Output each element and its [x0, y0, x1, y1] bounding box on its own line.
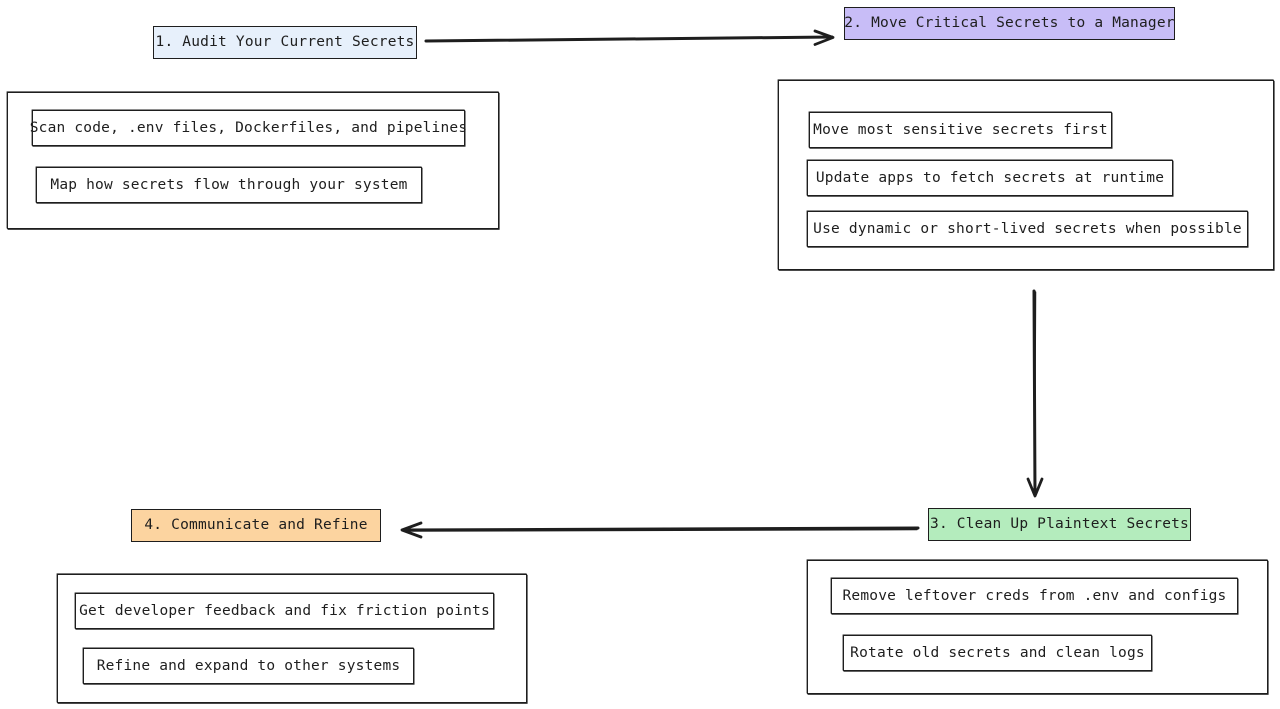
stage-3-label[interactable]: 3. Clean Up Plaintext Secrets [928, 508, 1191, 541]
stage-2-task-group [778, 80, 1274, 270]
stage-4-task-group [57, 574, 527, 703]
stage-2-task-dynamic-secrets[interactable]: Use dynamic or short-lived secrets when … [807, 211, 1248, 247]
arrow-s1-to-s2 [424, 29, 835, 46]
stage-2-task-update-apps[interactable]: Update apps to fetch secrets at runtime [807, 160, 1173, 196]
stage-4-label[interactable]: 4. Communicate and Refine [131, 509, 381, 542]
stage-3-task-rotate-secrets[interactable]: Rotate old secrets and clean logs [843, 635, 1152, 671]
stage-1-label[interactable]: 1. Audit Your Current Secrets [153, 26, 417, 59]
stage-4-task-refine[interactable]: Refine and expand to other systems [83, 648, 414, 684]
stage-2-task-move-sensitive[interactable]: Move most sensitive secrets first [809, 112, 1112, 148]
stage-4-task-feedback[interactable]: Get developer feedback and fix friction … [75, 593, 494, 629]
arrow-s2-to-s3 [1026, 289, 1044, 498]
arrow-s3-to-s4 [400, 521, 920, 539]
stage-3-task-group [807, 560, 1268, 694]
stage-1-task-map[interactable]: Map how secrets flow through your system [36, 167, 422, 203]
stage-3-task-remove-creds[interactable]: Remove leftover creds from .env and conf… [831, 578, 1238, 614]
stage-2-label[interactable]: 2. Move Critical Secrets to a Manager [844, 7, 1175, 40]
stage-1-task-scan[interactable]: Scan code, .env files, Dockerfiles, and … [30, 110, 467, 146]
stage-1-task-group [7, 92, 499, 229]
